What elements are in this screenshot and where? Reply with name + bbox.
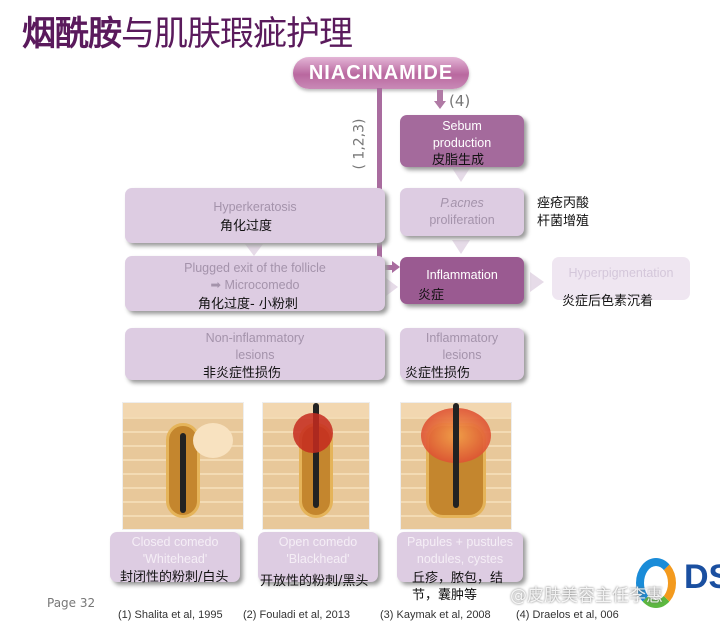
papules-cn-1: 丘疹，脓包，结 xyxy=(412,571,504,586)
title-bold: 烟酰胺 xyxy=(22,14,122,54)
arrow-down-icon xyxy=(452,240,470,254)
sebum-cn: 皮脂生成 xyxy=(432,153,485,168)
papule-illustration xyxy=(400,402,512,530)
inflammation-box: Inflammation xyxy=(400,257,524,304)
pacnes-label: P.acnes xyxy=(440,196,484,210)
non-inflammatory-label-2: lesions xyxy=(235,348,275,362)
arrow-4-shaft xyxy=(437,90,443,102)
watermark: @皮肤美容主任李惠 xyxy=(510,586,663,606)
slide-title: 烟酰胺与肌肤瑕疵护理 xyxy=(22,6,353,55)
plugged-label-2: ➡ Microcomedo xyxy=(210,278,300,292)
non-inflammatory-cn: 非炎症性损伤 xyxy=(203,366,282,381)
non-inflammatory-label: Non-inflammatory xyxy=(205,331,305,345)
inflammatory-cn: 炎症性损伤 xyxy=(405,366,471,381)
papules-box: Papules + pustules nodules, cystes xyxy=(397,532,523,582)
open-comedo-label-2: 'Blackhead' xyxy=(286,552,350,566)
open-comedo-cn: 开放性的粉刺/黑头 xyxy=(260,574,369,589)
refs-123-label: ( 1,2,3) xyxy=(351,118,368,170)
hyperkeratosis-label: Hyperkeratosis xyxy=(213,200,297,214)
logo-text: DS xyxy=(684,558,720,596)
inflammation-label: Inflammation xyxy=(426,268,498,282)
whitehead-illustration xyxy=(122,402,244,530)
hyperpigmentation-cn: 炎症后色素沉着 xyxy=(562,294,654,309)
arrow-down-icon xyxy=(452,168,470,182)
inflammation-cn: 炎症 xyxy=(418,288,445,303)
inflammatory-label-2: lesions xyxy=(442,348,482,362)
niacinamide-pill: NIACINAMIDE xyxy=(293,57,469,89)
closed-comedo-label: Closed comedo xyxy=(131,535,219,549)
reference-4: (4) Draelos et al, 006 xyxy=(516,609,619,621)
company-logo xyxy=(636,558,676,608)
plugged-label: Plugged exit of the follicle xyxy=(184,261,326,275)
title-rest: 与肌肤瑕疵护理 xyxy=(121,14,353,54)
pacnes-cn-1: 痤疮丙酸 xyxy=(537,196,590,211)
reference-1: (1) Shalita et al, 1995 xyxy=(118,609,223,621)
pacnes-box: P.acnes proliferation xyxy=(400,188,524,236)
papules-label: Papules + pustules xyxy=(407,535,513,549)
refs-4-label: (4) xyxy=(449,92,471,110)
page-number: Page 32 xyxy=(47,596,96,610)
inflammatory-label: Inflammatory xyxy=(425,331,499,345)
closed-comedo-cn: 封闭性的粉刺/白头 xyxy=(120,570,229,585)
papules-cn-2: 节，囊肿等 xyxy=(412,588,478,603)
papules-label-2: nodules, cystes xyxy=(416,552,504,566)
non-inflammatory-box: Non-inflammatory lesions xyxy=(125,328,385,380)
reference-3: (3) Kaymak et al, 2008 xyxy=(380,609,491,621)
plugged-follicle-box: Plugged exit of the follicle ➡ Microcome… xyxy=(125,256,385,311)
arrow-down-icon xyxy=(245,244,263,256)
hyperkeratosis-box: Hyperkeratosis xyxy=(125,188,385,243)
inflammatory-lesions-box: Inflammatory lesions xyxy=(400,328,524,380)
sebum-label-2: production xyxy=(432,136,492,150)
arrow-right-icon xyxy=(386,278,398,296)
pacnes-cn-2: 杆菌增殖 xyxy=(537,214,590,229)
open-comedo-box: Open comedo 'Blackhead' xyxy=(258,532,378,582)
connector-horizontal xyxy=(377,265,395,270)
arrow-head-icon xyxy=(392,261,400,273)
closed-comedo-box: Closed comedo 'Whitehead' xyxy=(110,532,240,582)
hyperkeratosis-cn: 角化过度 xyxy=(220,219,273,234)
connector-vertical xyxy=(377,88,382,270)
reference-2: (2) Fouladi et al, 2013 xyxy=(243,609,351,621)
arrow-right-icon xyxy=(530,272,544,292)
plugged-cn: 角化过度- 小粉刺 xyxy=(198,297,298,312)
hyperpigmentation-box: Hyperpigmentation xyxy=(552,257,690,300)
pacnes-label-2: proliferation xyxy=(429,213,495,227)
hyperpigmentation-label: Hyperpigmentation xyxy=(568,266,674,280)
sebum-label: Sebum xyxy=(442,119,482,133)
arrow-4-head-icon xyxy=(434,101,446,109)
blackhead-illustration xyxy=(262,402,370,530)
closed-comedo-label-2: 'Whitehead' xyxy=(142,552,208,566)
open-comedo-label: Open comedo xyxy=(278,535,358,549)
sebum-box: Sebum production xyxy=(400,115,524,167)
